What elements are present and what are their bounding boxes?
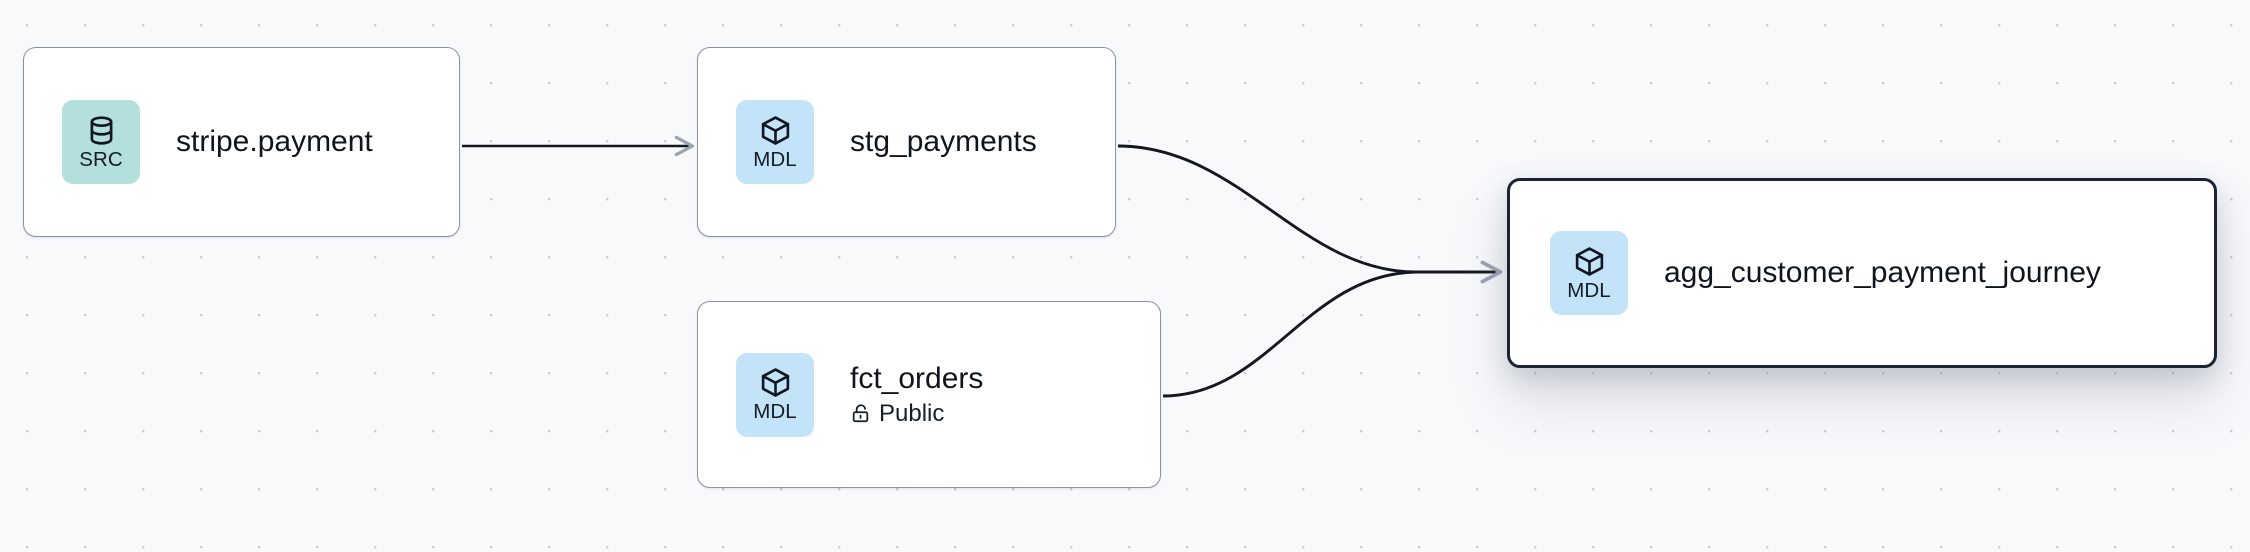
node-agg-customer-payment-journey[interactable]: MDL agg_customer_payment_journey — [1507, 178, 2217, 368]
node-text-block: agg_customer_payment_journey — [1664, 257, 2101, 289]
node-text-block: fct_orders Public — [850, 363, 983, 427]
node-type-badge-mdl: MDL — [1550, 231, 1628, 315]
badge-label: MDL — [1567, 278, 1611, 302]
cube-icon — [759, 114, 792, 147]
node-text-block: stg_payments — [850, 126, 1037, 158]
node-type-badge-mdl: MDL — [736, 100, 814, 184]
unlock-icon — [850, 403, 871, 424]
node-stripe-payment[interactable]: SRC stripe.payment — [23, 47, 460, 237]
node-title: stripe.payment — [176, 125, 373, 159]
node-type-badge-src: SRC — [62, 100, 140, 184]
cube-icon — [1573, 245, 1606, 278]
edge-stg-to-agg — [1117, 144, 1503, 284]
database-icon — [85, 114, 118, 147]
cube-icon — [759, 366, 792, 399]
node-text-block: stripe.payment — [176, 126, 373, 158]
node-title: fct_orders — [850, 361, 984, 395]
node-stg-payments[interactable]: MDL stg_payments — [697, 47, 1116, 237]
node-title: stg_payments — [850, 125, 1037, 159]
node-fct-orders[interactable]: MDL fct_orders Public — [697, 301, 1161, 488]
badge-label: MDL — [753, 147, 797, 171]
edge-fct-to-agg — [1162, 260, 1503, 398]
visibility-label: Public — [879, 400, 945, 428]
badge-label: MDL — [753, 400, 797, 424]
node-visibility: Public — [850, 401, 983, 426]
node-type-badge-mdl: MDL — [736, 352, 814, 437]
node-title: agg_customer_payment_journey — [1664, 256, 2101, 290]
badge-label: SRC — [79, 147, 123, 171]
